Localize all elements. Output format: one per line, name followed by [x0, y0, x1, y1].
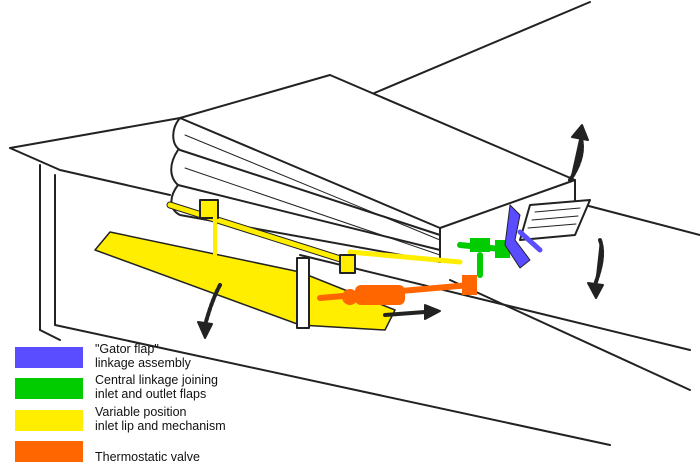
radiator-housing: [170, 74, 591, 263]
legend-item-inlet-lip: Variable position inlet lip and mechanis…: [15, 405, 275, 434]
thermostatic-valve-orange: [317, 275, 477, 305]
legend-swatch-blue: [15, 347, 83, 368]
legend-swatch-orange: [15, 441, 83, 462]
legend-swatch-green: [15, 378, 83, 399]
airframe-outline: [9, 1, 700, 446]
gator-flap-linkage-blue: [504, 204, 543, 269]
legend-item-central-linkage: Central linkage joining inlet and outlet…: [15, 373, 275, 402]
legend-label: Thermostatic valve: [95, 450, 200, 464]
legend-item-gator-flap: "Gator flap" linkage assembly: [15, 342, 275, 371]
legend-label: Variable position inlet lip and mechanis…: [95, 405, 226, 433]
legend-swatch-yellow: [15, 410, 83, 431]
legend-label: "Gator flap" linkage assembly: [95, 342, 191, 370]
inlet-lip-yellow: [94, 199, 463, 331]
legend-label: Central linkage joining inlet and outlet…: [95, 373, 218, 401]
central-linkage-green: [457, 238, 513, 278]
legend-item-thermostatic-valve: Thermostatic valve: [15, 441, 275, 465]
flow-arrows: [197, 124, 605, 339]
